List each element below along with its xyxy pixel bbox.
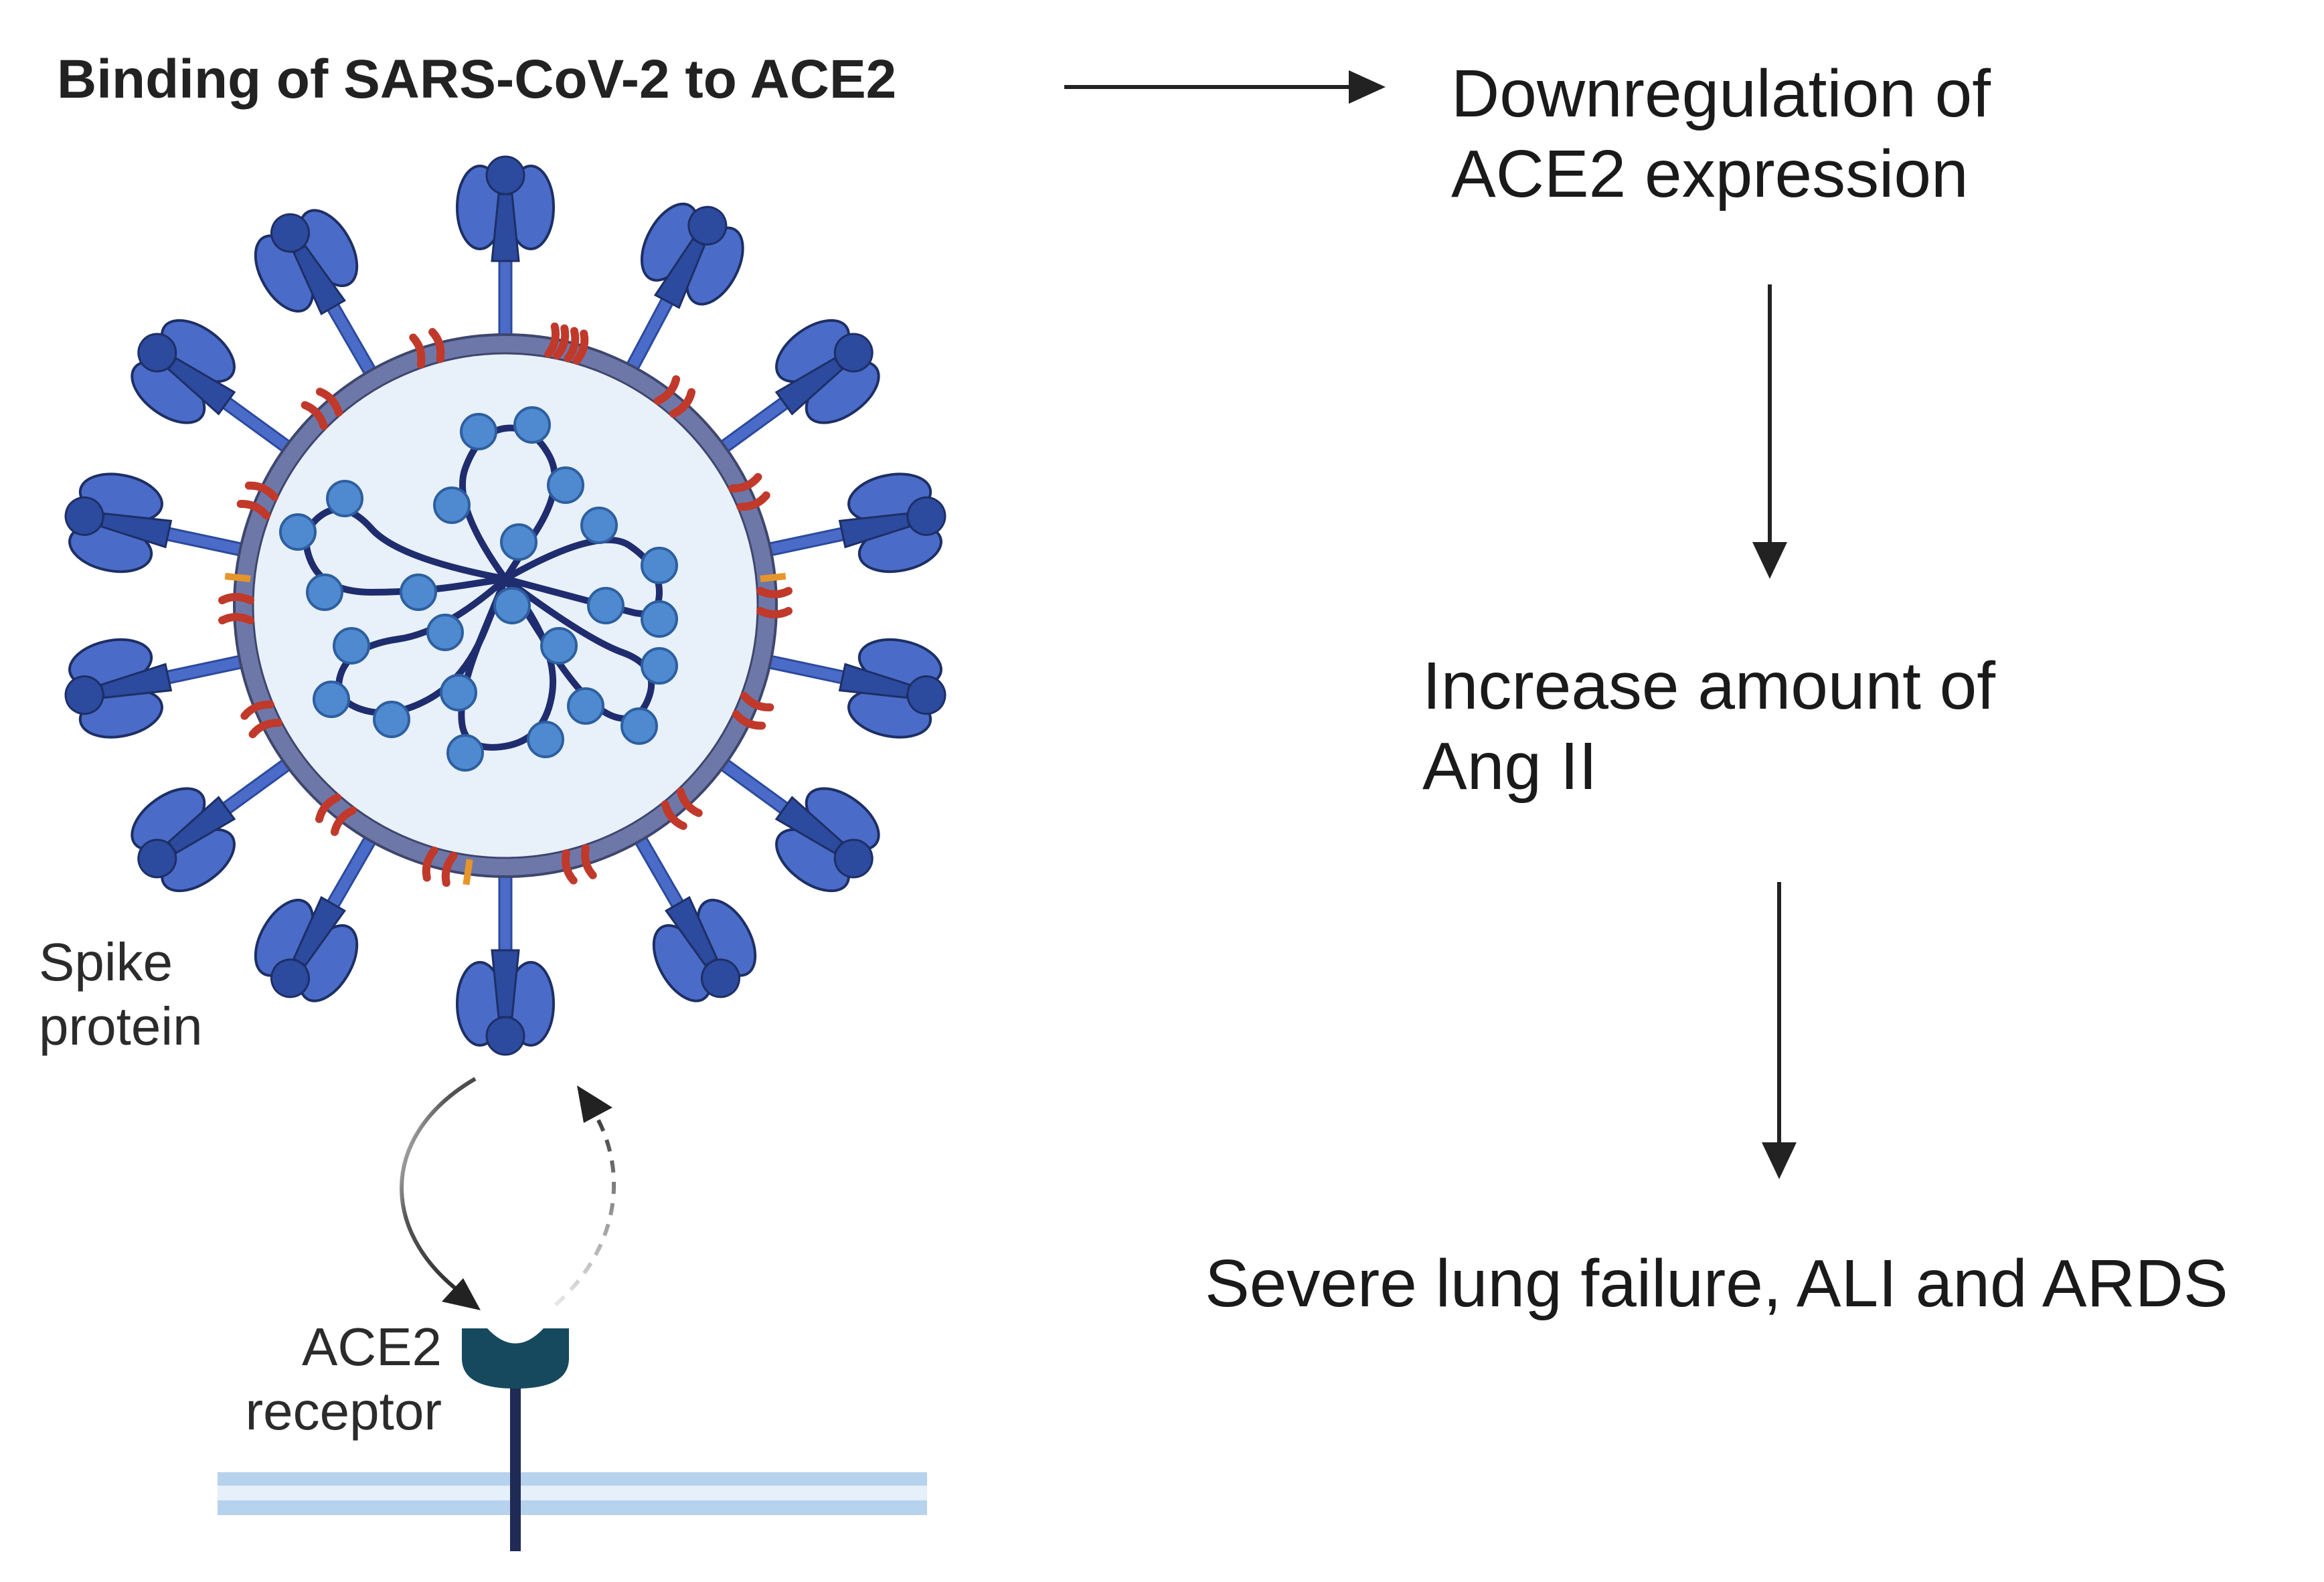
nucleocapsid-icon [333, 627, 370, 665]
membrane-protein-icon [562, 844, 597, 885]
ace2-receptor-line1: ACE2 [302, 1317, 442, 1377]
flow-arrow-title-to-step1 [1064, 70, 1386, 104]
nucleocapsid-icon [279, 513, 317, 551]
spike-protein-line2: protein [39, 996, 203, 1056]
nucleocapsid-icon [580, 507, 618, 544]
step-lung-failure-label: Severe lung failure, ALI and ARDS [1205, 1246, 2228, 1321]
nucleocapsid-icon [620, 707, 658, 745]
membrane-protein-icon [553, 324, 589, 365]
membrane-protein-icon [218, 593, 254, 624]
nucleocapsid-icon [326, 480, 363, 517]
nucleocapsid-icon [440, 674, 477, 711]
ace2-receptor-line2: receptor [245, 1381, 442, 1441]
step-downregulation-line1: Downregulation of [1451, 56, 1991, 131]
spike-protein-icon [254, 209, 387, 393]
nucleocapsid-icon [460, 413, 497, 450]
rna-strand [303, 506, 509, 596]
step-downregulation-label: Downregulation of ACE2 expression [1451, 54, 1991, 214]
spike-protein-label: Spike protein [39, 930, 203, 1059]
nucleocapsid-icon [426, 614, 464, 651]
flow-arrow-step1-to-step2 [1752, 284, 1787, 579]
spike-protein-icon [748, 638, 946, 739]
nucleocapsid-icon [433, 487, 471, 524]
rna-strand [458, 576, 557, 751]
binding-arrow-solid [400, 1077, 481, 1310]
flow-arrow-step2-to-step3 [1762, 882, 1797, 1179]
coronavirus-particle-icon [64, 155, 946, 1056]
spike-protein-icon [456, 155, 555, 356]
ace2-receptor-label: ACE2 receptor [214, 1315, 442, 1443]
membrane-protein-icon [732, 691, 774, 730]
membrane-protein-icon [661, 787, 703, 830]
nucleocapsid-icon [446, 734, 484, 772]
envelope-protein-icon [463, 859, 473, 885]
spike-protein-icon [616, 202, 744, 389]
membrane-protein-icon [236, 481, 279, 520]
membrane-protein-icon [544, 322, 580, 363]
step-ang-ii-line2: Ang II [1422, 729, 1598, 804]
membrane-protein-icon [315, 793, 357, 837]
membrane-protein-icon [654, 375, 696, 418]
nucleocapsid-icon [641, 600, 678, 638]
spike-protein-icon [624, 818, 757, 1002]
nucleocapsid-icon [587, 587, 625, 624]
membrane-protein-icon [409, 328, 445, 369]
nucleocapsid-icon [641, 647, 678, 685]
nucleocapsid-icon [641, 547, 678, 584]
nucleocapsid-icon [493, 587, 531, 624]
envelope-protein-icon [760, 573, 786, 582]
spike-protein-icon [64, 638, 262, 739]
spike-protein-icon [703, 319, 880, 464]
nucleocapsid-icon [373, 701, 410, 738]
nucleocapsid-icon [547, 466, 584, 504]
membrane-protein-icon [728, 472, 770, 511]
step-ang-ii-line1: Increase amount of [1422, 648, 1996, 723]
release-arrow-dashed [554, 1085, 616, 1307]
nucleocapsid-icon [313, 681, 350, 718]
diagram-title: Binding of SARS-CoV-2 to ACE2 [57, 49, 897, 110]
spike-protein-icon [131, 319, 308, 464]
cell-membrane-icon [218, 1472, 927, 1515]
step-downregulation-line2: ACE2 expression [1451, 137, 1969, 211]
membrane-protein-icon [240, 700, 282, 739]
spike-protein-icon [456, 855, 555, 1056]
spike-protein-icon [64, 472, 262, 574]
ace2-receptor-icon [462, 1328, 569, 1551]
membrane-protein-icon [301, 387, 343, 430]
nucleocapsid-icon [306, 574, 343, 611]
nucleocapsid-icon [540, 627, 578, 665]
envelope-protein-icon [224, 573, 251, 582]
spike-protein-icon [254, 818, 387, 1002]
step-ang-ii-label: Increase amount of Ang II [1422, 646, 1995, 806]
nucleocapsid-icon [513, 406, 551, 444]
membrane-protein-icon [756, 587, 793, 618]
nucleocapsid-icon [567, 687, 604, 725]
nucleocapsid-icon [527, 721, 564, 758]
membrane-protein-icon [422, 846, 458, 887]
nucleocapsid-icon [400, 574, 437, 611]
spike-protein-line1: Spike [39, 932, 173, 992]
nucleocapsid-icon [500, 523, 537, 561]
